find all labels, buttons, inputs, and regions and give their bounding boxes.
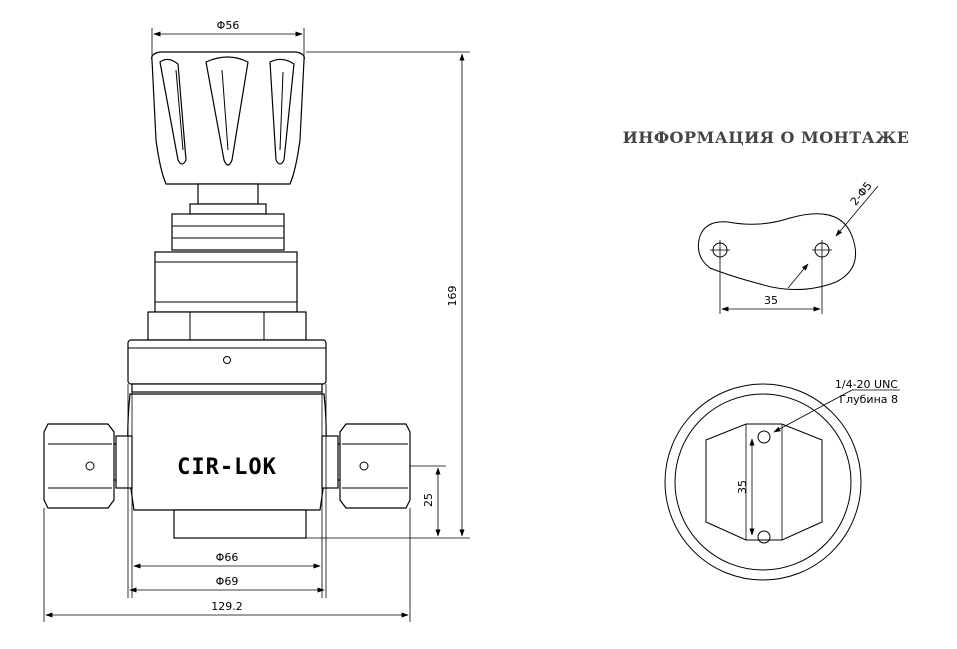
mounting-heading: ИНФОРМАЦИЯ О МОНТАЖЕ (623, 128, 910, 147)
body-diameter-1-label: Φ66 (216, 551, 239, 564)
right-fitting (321, 423, 411, 509)
brand-logo: CIR-LOK (177, 455, 277, 480)
hole-spacing-label: 35 (764, 294, 778, 307)
port-height-label: 25 (422, 493, 435, 507)
bonnet (127, 339, 327, 393)
thread-hole-top (757, 430, 771, 444)
stem-collars (154, 183, 298, 313)
left-fitting (43, 423, 133, 509)
knob-diameter-label: Φ56 (217, 19, 240, 32)
body-diameter-2-label: Φ69 (216, 575, 239, 588)
depth-label: Глубина 8 (839, 393, 898, 406)
thread-hole-bottom (757, 530, 771, 544)
thread-label: 1/4-20 UNC (835, 378, 898, 391)
holes-label: 2-Φ5 (848, 179, 875, 208)
dimension-overall-width: 129.2 (43, 508, 411, 622)
dimension-port-height: 25 (410, 465, 446, 537)
bottom-view: 1/4-20 UNC Глубина 8 35 (664, 378, 900, 581)
vent-hole (223, 356, 231, 364)
mounting-info: ИНФОРМАЦИЯ О МОНТАЖЕ 2-Φ5 35 (623, 128, 910, 581)
dimension-body-diameters: Φ66 Φ69 (127, 384, 327, 598)
regulator-front-view: CIR-LOK Φ56 (43, 19, 470, 622)
bottom-spacing-label: 35 (736, 480, 749, 494)
handknob (151, 51, 305, 185)
lock-nut (147, 311, 307, 341)
valve-body: CIR-LOK (127, 393, 327, 539)
dimension-height: 169 (306, 51, 470, 539)
dimension-knob-diameter: Φ56 (151, 19, 305, 60)
mounting-bracket: 2-Φ5 35 (697, 179, 879, 314)
overall-width-label: 129.2 (211, 600, 243, 613)
height-label: 169 (446, 286, 459, 307)
